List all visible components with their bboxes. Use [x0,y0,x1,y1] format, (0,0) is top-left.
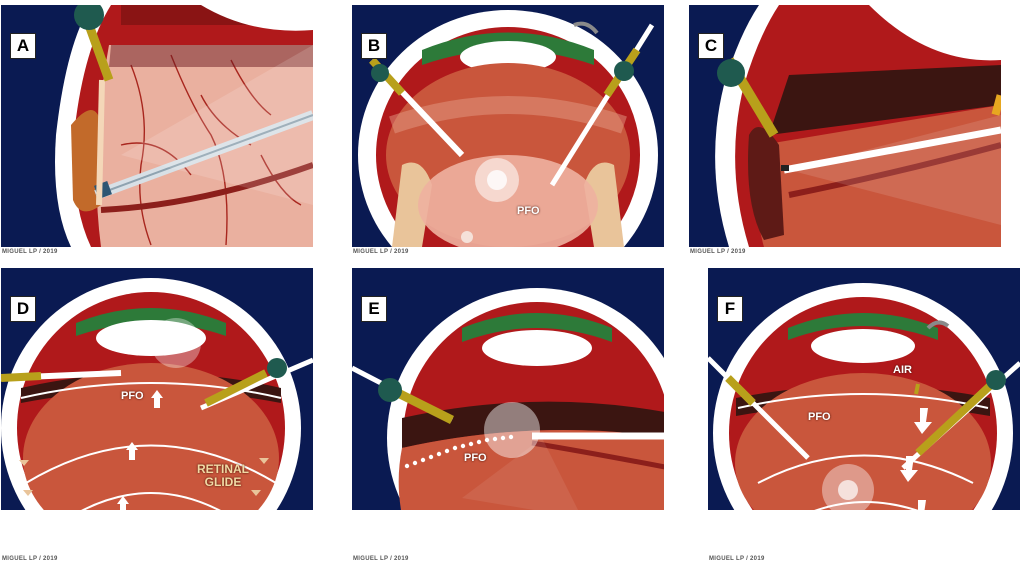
panel-d-illustration [1,278,313,510]
pfo-label: PFO [121,390,144,402]
panel-label: D [10,296,36,322]
pfo-label: PFO [464,452,487,464]
retinal-glide-label: RETINAL GLIDE [197,462,249,489]
pfo-label: PFO [808,411,831,423]
panel-label: F [717,296,743,322]
panel-c: C [689,5,1001,247]
panel-label: B [361,33,387,59]
panel-label: C [698,33,724,59]
panel-c-illustration [715,5,1001,247]
panel-b-illustration [358,10,658,247]
air-label: AIR [893,364,912,376]
panel-label: E [361,296,387,322]
credit-text: MIGUEL LP / 2019 [353,249,409,255]
credit-text: MIGUEL LP / 2019 [353,556,409,562]
credit-text: MIGUEL LP / 2019 [2,249,58,255]
credit-text: MIGUEL LP / 2019 [690,249,746,255]
pfo-label: PFO [517,205,540,217]
panel-e-illustration [352,288,664,510]
panel-e: E PFO [352,268,664,510]
credit-text: MIGUEL LP / 2019 [709,556,765,562]
panel-a-illustration [55,5,313,247]
panel-f-illustration [708,283,1020,510]
panel-label: A [10,33,36,59]
panel-d: D PFO RETINAL GLIDE [1,268,313,510]
credit-text: MIGUEL LP / 2019 [2,556,58,562]
panel-f: F AIR PFO [708,268,1020,510]
panel-a: A [1,5,313,247]
panel-b: B PFO [352,5,664,247]
